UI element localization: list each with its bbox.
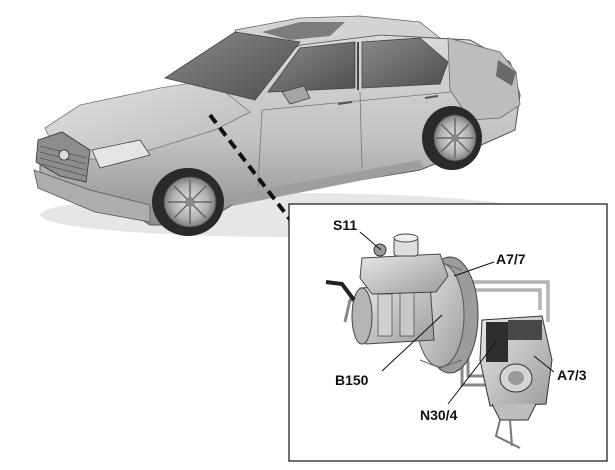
leader-n30-4 [447, 341, 497, 405]
brand-emblem [58, 149, 70, 161]
car-rear [447, 37, 521, 121]
door-handle-rear [424, 95, 439, 99]
side-sill [228, 160, 424, 206]
brake-lines-light [462, 281, 549, 322]
label-b150: B150 [335, 372, 369, 388]
esp-hydraulic-unit [479, 315, 553, 449]
car-rear-window [361, 37, 449, 89]
headlight [91, 139, 151, 169]
label-a7-3: A7/3 [557, 367, 587, 383]
front-wheel [152, 168, 224, 236]
door-handle-front [337, 101, 353, 105]
master-cylinder [351, 283, 435, 345]
leader-lines [359, 231, 555, 405]
label-s11: S11 [333, 217, 357, 233]
label-a7-7: A7/7 [496, 251, 526, 267]
leader-b150 [381, 314, 443, 372]
leader-a7-3 [533, 355, 555, 373]
car-front-window [267, 41, 356, 93]
brake-assembly [325, 233, 553, 449]
leader-s11 [359, 231, 382, 251]
front-bumper [33, 169, 151, 223]
rear-wheel [422, 106, 482, 170]
tail-light [496, 60, 516, 86]
brake-fluid-reservoir [359, 233, 449, 295]
car-windshield [164, 31, 301, 101]
side-mirror [281, 85, 311, 105]
locator-line [208, 113, 294, 224]
vacuum-hose [325, 280, 356, 302]
sunroof [262, 22, 345, 40]
door-lines [257, 91, 453, 189]
label-n30-4: N30/4 [420, 407, 458, 423]
car-illustration [33, 15, 540, 237]
leader-a7-7 [453, 261, 495, 277]
